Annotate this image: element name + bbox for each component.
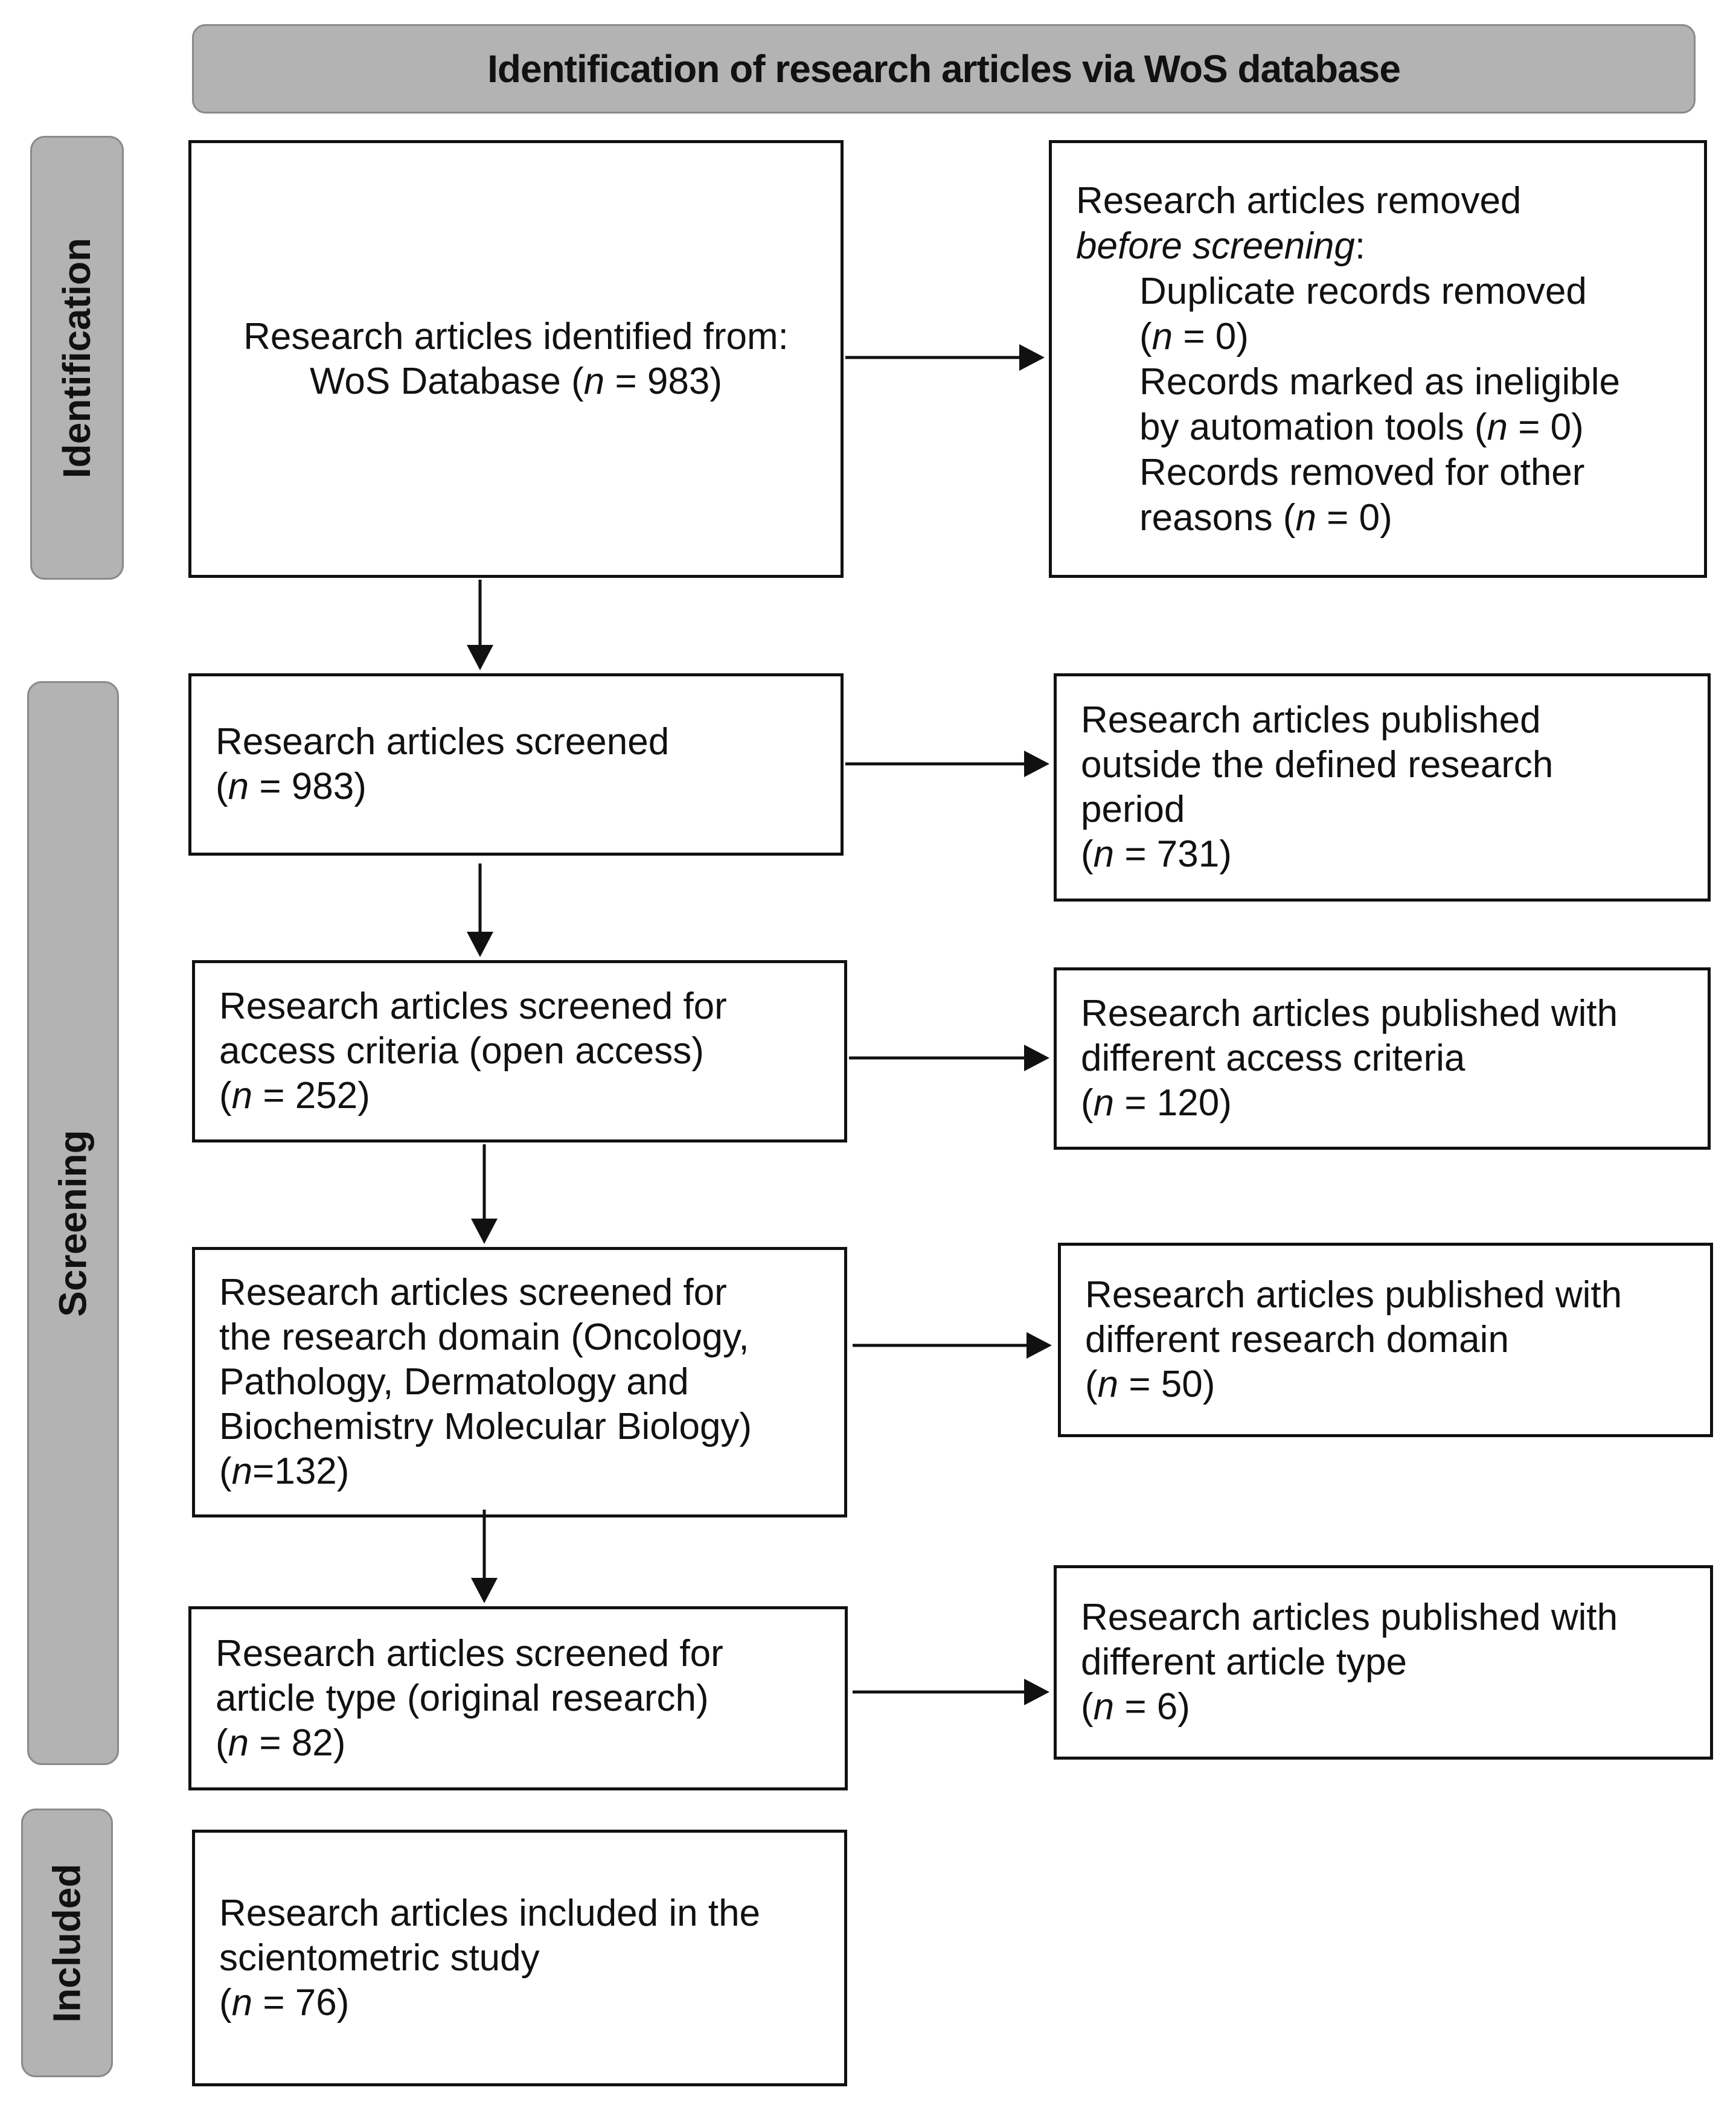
access-line1: Research articles screened for [219, 985, 727, 1027]
access-line3: (n = 252) [219, 1075, 370, 1117]
diff-type-line1: Research articles published with [1081, 1597, 1618, 1638]
phase-screening: Screening [27, 681, 119, 1765]
diff-access-line2: different access criteria [1081, 1037, 1465, 1079]
domain-line5: (n=132) [219, 1450, 350, 1492]
removed-line2: before screening: [1076, 225, 1366, 267]
arrowhead-domain-to-different-domain [1027, 1332, 1052, 1359]
diff-domain-line3: (n = 50) [1085, 1363, 1216, 1405]
header-title: Identification of research articles via … [192, 24, 1696, 114]
identified-line1: Research articles identified from: [243, 315, 789, 357]
type-line1: Research articles screened for [216, 1632, 723, 1674]
box-access-criteria: Research articles screened for access cr… [192, 960, 847, 1142]
diff-domain-line2: different research domain [1085, 1319, 1509, 1360]
arrowhead-domain-to-type [471, 1578, 498, 1603]
other-reasons-line2: reasons (n = 0) [1139, 496, 1392, 539]
arrowhead-screened-to-access [467, 932, 493, 957]
box-identified: Research articles identified from: WoS D… [188, 140, 844, 578]
other-reasons-line1: Records removed for other [1139, 451, 1585, 493]
phase-identification: Identification [30, 136, 124, 580]
domain-line4: Biochemistry Molecular Biology) [219, 1406, 752, 1447]
arrowhead-access-to-different-access [1024, 1045, 1049, 1071]
domain-line1: Research articles screened for [219, 1272, 727, 1313]
screened-line2: (n = 983) [216, 766, 367, 807]
ineligible-line2: by automation tools (n = 0) [1139, 406, 1584, 448]
outside-line3: period [1081, 789, 1185, 830]
included-line2: scientometric study [219, 1937, 540, 1979]
domain-line3: Pathology, Dermatology and [219, 1361, 689, 1403]
box-different-access: Research articles published with differe… [1054, 967, 1711, 1150]
diff-domain-line1: Research articles published with [1085, 1274, 1622, 1316]
box-screened: Research articles screened (n = 983) [188, 673, 844, 856]
removed-line1: Research articles removed [1076, 179, 1522, 222]
diff-type-line2: different article type [1081, 1641, 1407, 1683]
phase-included: Included [21, 1809, 113, 2077]
arrowhead-screened-to-outside [1024, 751, 1049, 777]
arrowhead-identified-to-screened [467, 645, 493, 670]
diff-type-line3: (n = 6) [1081, 1686, 1190, 1728]
duplicates-line1: Duplicate records removed [1139, 270, 1587, 312]
outside-line4: (n = 731) [1081, 833, 1232, 875]
outside-line1: Research articles published [1081, 699, 1541, 741]
diff-access-line3: (n = 120) [1081, 1082, 1232, 1124]
included-line1: Research articles included in the [219, 1892, 761, 1934]
box-included: Research articles included in the scient… [192, 1830, 847, 2086]
identified-line2: WoS Database (n = 983) [310, 360, 722, 402]
box-different-domain: Research articles published with differe… [1058, 1243, 1713, 1437]
type-line3: (n = 82) [216, 1722, 346, 1764]
included-line3: (n = 76) [219, 1981, 350, 2023]
box-removed-before-screening: Research articles removed before screeni… [1049, 140, 1707, 578]
arrowhead-type-to-different-type [1024, 1679, 1049, 1705]
diff-access-line1: Research articles published with [1081, 993, 1618, 1034]
ineligible-line1: Records marked as ineligible [1139, 360, 1621, 403]
arrowhead-identified-to-removed [1019, 344, 1045, 371]
duplicates-line2: (n = 0) [1139, 315, 1249, 357]
box-article-type: Research articles screened for article t… [188, 1606, 848, 1790]
box-outside-period: Research articles published outside the … [1054, 673, 1711, 902]
arrowhead-access-to-domain [471, 1219, 498, 1244]
type-line2: article type (original research) [216, 1677, 709, 1719]
access-line2: access criteria (open access) [219, 1030, 704, 1072]
screened-line1: Research articles screened [216, 721, 670, 763]
outside-line2: outside the defined research [1081, 744, 1554, 786]
box-different-type: Research articles published with differe… [1054, 1565, 1713, 1760]
box-research-domain: Research articles screened for the resea… [192, 1247, 847, 1517]
domain-line2: the research domain (Oncology, [219, 1316, 749, 1358]
